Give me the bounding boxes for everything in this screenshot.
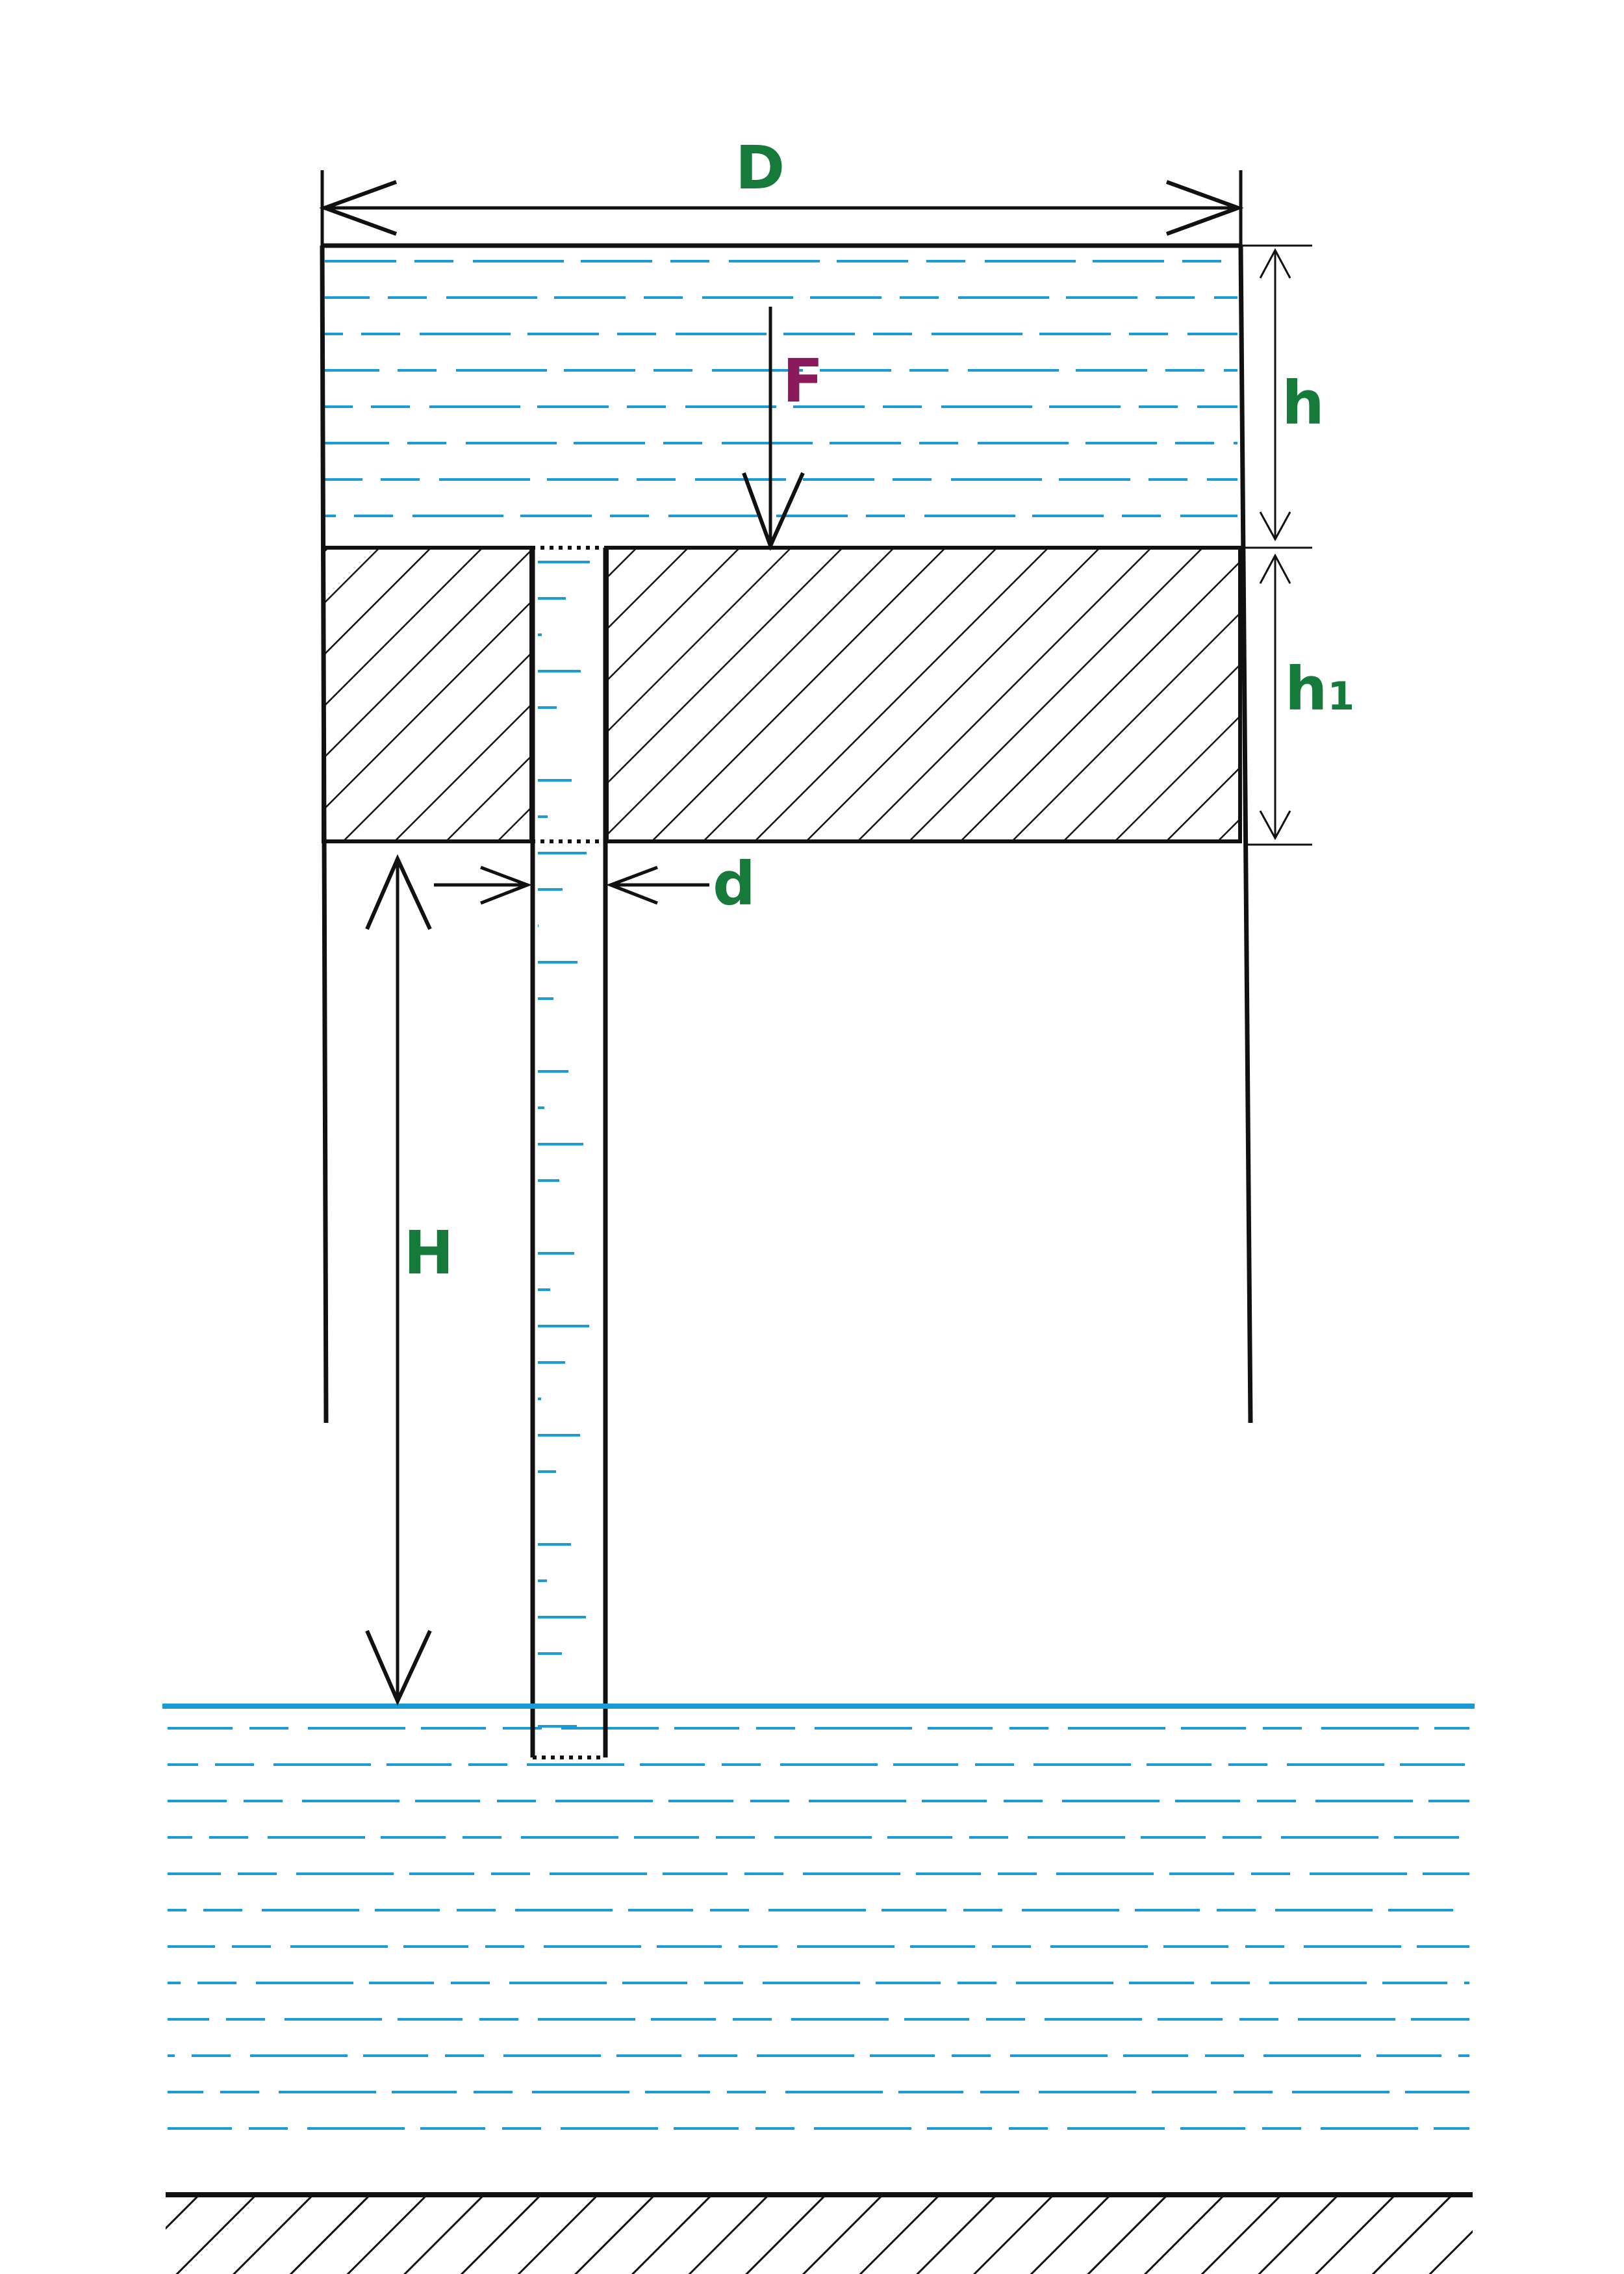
label-d: d: [713, 849, 755, 919]
tube: [530, 548, 608, 1759]
piston-right-hatch: [607, 548, 1240, 841]
label-F: F: [783, 346, 824, 416]
upper-liquid: [325, 260, 1237, 517]
force-arrow: [742, 307, 805, 551]
piston: [322, 546, 1242, 843]
reservoir-liquid: [168, 1727, 1469, 2130]
label-h1-subscript: 1: [1328, 674, 1355, 719]
dimension-H: [365, 854, 432, 1706]
piston-left-hatch: [324, 548, 531, 841]
dimension-h: [1241, 244, 1312, 846]
label-h1: h1: [1285, 654, 1354, 724]
dimension-D: [319, 170, 1244, 246]
cylinder-left-wall: [320, 245, 329, 1424]
cylinder-right-wall: [1238, 245, 1253, 1424]
tube-liquid: [538, 561, 602, 1728]
label-D: D: [735, 133, 785, 203]
label-h: h: [1282, 368, 1325, 438]
label-h1-main: h: [1285, 654, 1328, 724]
label-H: H: [404, 1218, 454, 1288]
ground-hatch: [166, 2195, 1473, 2274]
dimension-d: [434, 865, 709, 905]
cylinder: [320, 243, 1253, 1424]
